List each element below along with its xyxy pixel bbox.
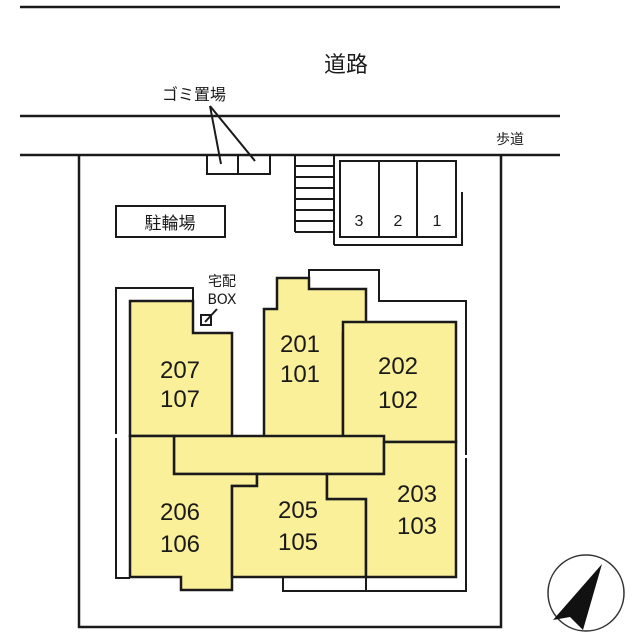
parking-space-3: 3 (355, 213, 364, 230)
stairs (294, 155, 335, 245)
building-outline-left (115, 287, 194, 434)
delivery-box-label: 宅配 (208, 274, 236, 290)
parking-area: 3 2 1 (334, 160, 463, 246)
garbage-leader-line (209, 105, 222, 165)
unit-label-upper: 203 (397, 481, 437, 508)
unit-label-upper: 207 (160, 357, 200, 384)
parking-space-1: 1 (433, 213, 442, 230)
corridor (172, 434, 386, 476)
unit-label-lower: 107 (160, 386, 200, 413)
lot-boundary (77, 155, 503, 629)
unit-label-upper: 201 (280, 331, 320, 358)
unit-label-lower: 103 (397, 513, 437, 540)
unit-203-103 (325, 440, 458, 579)
unit-label-upper: 206 (160, 499, 200, 526)
parking-space-2: 2 (394, 213, 403, 230)
garbage-leader-line (209, 105, 256, 162)
unit-label-lower: 106 (160, 531, 200, 558)
delivery-box-icon (200, 314, 212, 326)
unit-label-lower: 105 (278, 529, 318, 556)
unit-label-upper: 202 (378, 353, 418, 380)
unit-label-lower: 102 (378, 387, 418, 414)
bicycle-parking-label: 駐輪場 (145, 214, 196, 234)
unit-label-upper: 205 (278, 497, 318, 524)
unit-202-102 (341, 320, 458, 444)
garbage-label: ゴミ置場 (162, 85, 226, 104)
unit-label-lower: 101 (280, 361, 320, 388)
bicycle-parking-area (115, 205, 226, 238)
building-outline-top-right (308, 269, 467, 455)
north-arrow-icon (547, 554, 625, 632)
delivery-box-label: BOX (207, 292, 236, 308)
road-label: 道路 (324, 53, 368, 78)
sidewalk-label: 歩道 (496, 132, 524, 148)
building-outline-bottom-right (282, 458, 467, 592)
